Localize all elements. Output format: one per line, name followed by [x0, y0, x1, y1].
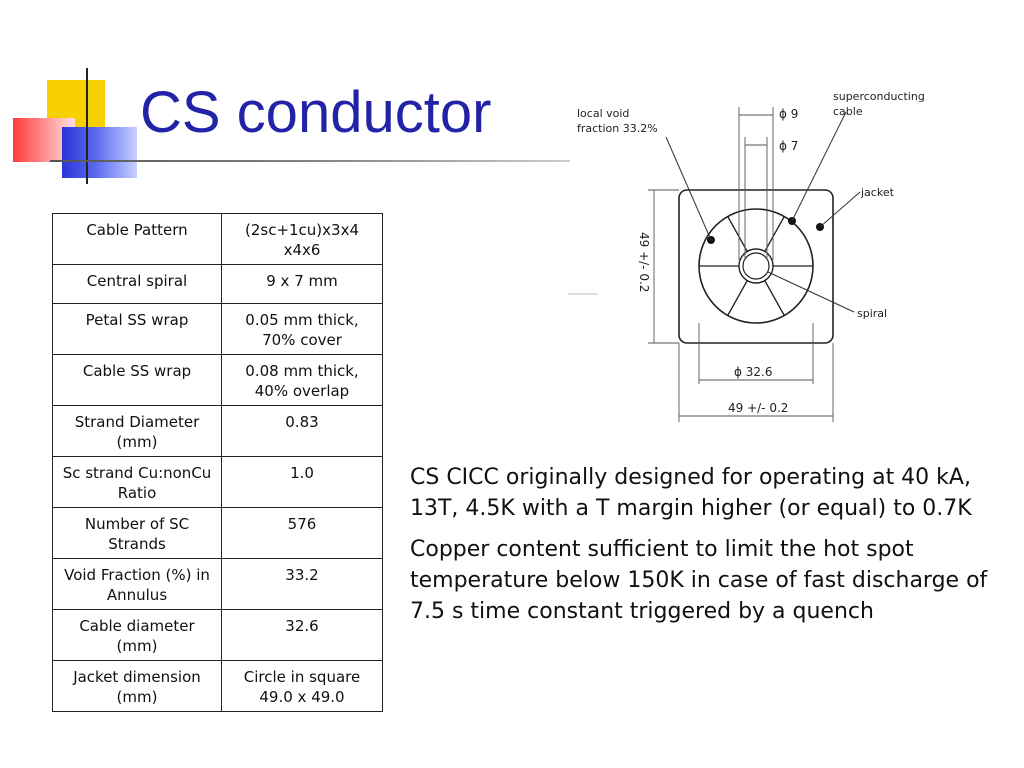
row-value: 32.6: [221, 609, 383, 661]
side-dimension-lines: [568, 189, 679, 344]
label-superconducting: superconducting: [833, 90, 925, 103]
dim-bottom-49: 49 +/- 0.2: [728, 401, 788, 415]
table-row: Void Fraction (%) in Annulus 33.2: [52, 558, 383, 610]
body-text: CS CICC originally designed for operatin…: [410, 462, 1000, 637]
dim-phi-7: ϕ 7: [779, 139, 798, 153]
row-value: 576: [221, 507, 383, 559]
dim-phi-32-6: ϕ 32.6: [734, 365, 772, 379]
table-row: Sc strand Cu:nonCu Ratio 1.0: [52, 456, 383, 508]
conductor-cross-section-diagram: local void fraction 33.2% superconductin…: [568, 90, 925, 422]
label-cable: cable: [833, 105, 863, 118]
spiral-inner-circle: [742, 252, 770, 280]
table-row: Jacket dimension (mm) Circle in square 4…: [52, 660, 383, 712]
label-spiral: spiral: [857, 307, 887, 320]
row-label: Central spiral: [52, 264, 222, 304]
row-label: Sc strand Cu:nonCu Ratio: [52, 456, 222, 508]
row-label: Strand Diameter (mm): [52, 405, 222, 457]
row-value: 0.83: [221, 405, 383, 457]
table-row: Petal SS wrap 0.05 mm thick, 70% cover: [52, 303, 383, 355]
dim-side-49: 49 +/- 0.2: [637, 232, 651, 292]
table-row: Strand Diameter (mm) 0.83: [52, 405, 383, 457]
row-label: Cable diameter (mm): [52, 609, 222, 661]
spiral-outer-circle: [738, 248, 774, 284]
row-label: Jacket dimension (mm): [52, 660, 222, 712]
table-row: Cable Pattern (2sc+1cu)x3x4 x4x6: [52, 213, 383, 265]
row-label: Petal SS wrap: [52, 303, 222, 355]
label-jacket: jacket: [860, 186, 895, 199]
top-dimension-lines: [738, 107, 774, 260]
row-label: Void Fraction (%) in Annulus: [52, 558, 222, 610]
row-value: 0.08 mm thick, 40% overlap: [221, 354, 383, 406]
paragraph-design: CS CICC originally designed for operatin…: [410, 465, 972, 521]
decor-blue-square: [62, 127, 137, 178]
spec-table: Cable Pattern (2sc+1cu)x3x4 x4x6 Central…: [52, 213, 383, 712]
petal-dividers: [699, 216, 813, 316]
row-value: 0.05 mm thick, 70% cover: [221, 303, 383, 355]
paragraph-copper: Copper content sufficient to limit the h…: [410, 537, 988, 624]
decor-vertical-line: [86, 68, 88, 184]
label-void-fraction: fraction 33.2%: [577, 122, 658, 135]
row-value: 1.0: [221, 456, 383, 508]
row-value: 33.2: [221, 558, 383, 610]
row-value: 9 x 7 mm: [221, 264, 383, 304]
table-row: Central spiral 9 x 7 mm: [52, 264, 383, 304]
bottom-dimension-lines: [678, 323, 834, 422]
row-value: (2sc+1cu)x3x4 x4x6: [221, 213, 383, 265]
row-label: Number of SC Strands: [52, 507, 222, 559]
table-row: Number of SC Strands 576: [52, 507, 383, 559]
jacket-square: [678, 189, 834, 344]
title-underline: [50, 160, 570, 162]
dim-phi-9: ϕ 9: [779, 107, 798, 121]
label-local-void: local void: [577, 107, 629, 120]
slide-title: CS conductor: [140, 80, 492, 145]
row-value: Circle in square 49.0 x 49.0: [221, 660, 383, 712]
row-label: Cable Pattern: [52, 213, 222, 265]
row-label: Cable SS wrap: [52, 354, 222, 406]
leader-lines: [665, 111, 861, 313]
table-row: Cable diameter (mm) 32.6: [52, 609, 383, 661]
table-row: Cable SS wrap 0.08 mm thick, 40% overlap: [52, 354, 383, 406]
